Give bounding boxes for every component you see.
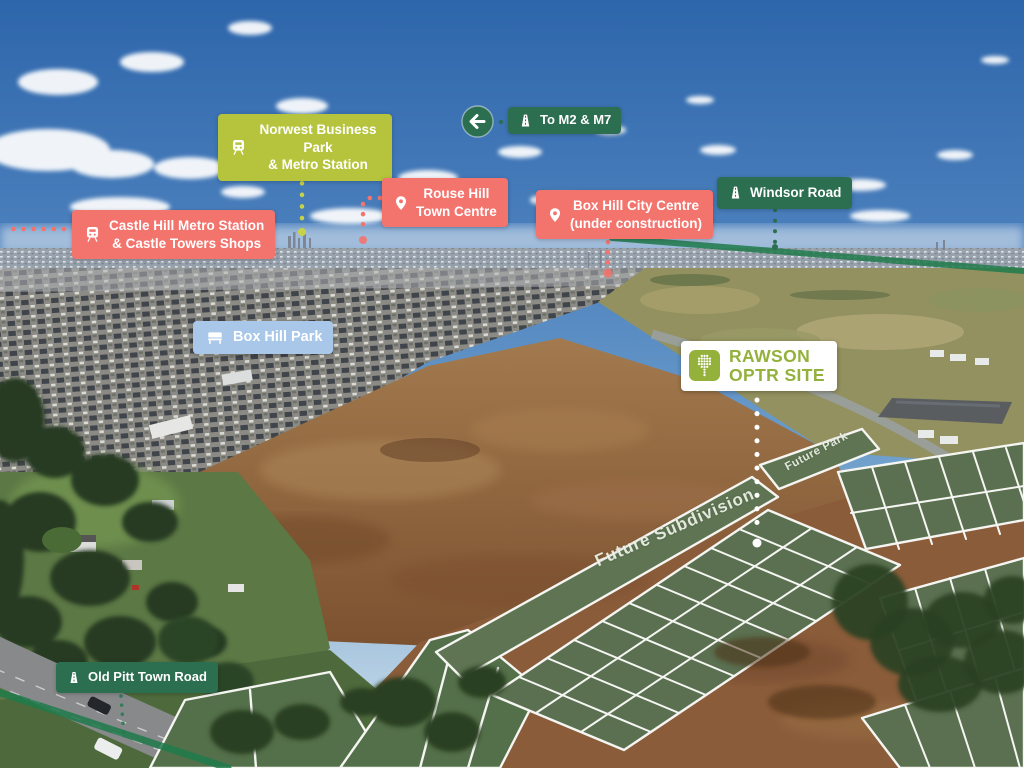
marker-windsor-road: Windsor Road	[717, 177, 853, 209]
car-dark	[87, 696, 111, 715]
marker-box-hill-city-centre: Box Hill City Centre (under construction…	[536, 190, 713, 240]
road-icon	[521, 114, 530, 127]
pin-icon	[395, 195, 407, 210]
marker-rawson-optr-site: RAWSON OPTR SITE	[681, 341, 837, 391]
train-icon	[86, 227, 99, 242]
marker-label: To M2 & M7	[540, 112, 612, 128]
marker-old-pitt-town-road: Old Pitt Town Road	[56, 662, 218, 693]
train-icon	[232, 139, 245, 155]
marker-box-hill-park: Box Hill Park	[193, 321, 334, 354]
van-white	[94, 737, 123, 760]
future-park-strip	[758, 427, 881, 491]
bench-icon	[208, 332, 222, 344]
marker-label: Box Hill City Centre (under construction…	[570, 198, 702, 231]
rawson-logo	[689, 350, 720, 382]
marker-norwest-business-park: Norwest Business Park & Metro Station	[218, 114, 392, 181]
estate-trees	[210, 564, 1024, 754]
marker-label: Castle Hill Metro Station & Castle Tower…	[109, 218, 265, 251]
marker-label: Box Hill Park	[233, 329, 323, 346]
estate-lots	[148, 427, 1024, 768]
road-icon	[70, 671, 78, 684]
marker-castle-hill-metro: Castle Hill Metro Station & Castle Tower…	[72, 210, 276, 260]
windsor-road-highlight	[609, 235, 1024, 274]
pin-icon	[549, 207, 561, 222]
marker-label: Windsor Road	[750, 185, 842, 200]
marker-label: Norwest Business Park & Metro Station	[259, 122, 377, 173]
future-subdivision-strip	[434, 475, 780, 680]
old-pitt-road-highlight	[0, 688, 232, 768]
marker-rouse-hill-town-centre: Rouse Hill Town Centre	[382, 178, 508, 228]
route-highlights	[0, 235, 1024, 768]
marker-label: Rouse Hill Town Centre	[416, 186, 497, 219]
marker-label: Old Pitt Town Road	[88, 669, 207, 685]
marker-to-m2-m7: To M2 & M7	[508, 107, 622, 134]
rawson-line2: OPTR SITE	[729, 364, 825, 385]
arrow-left-circle-icon[interactable]	[461, 105, 494, 138]
rawson-line1: RAWSON	[729, 346, 811, 366]
road-icon	[731, 186, 740, 199]
